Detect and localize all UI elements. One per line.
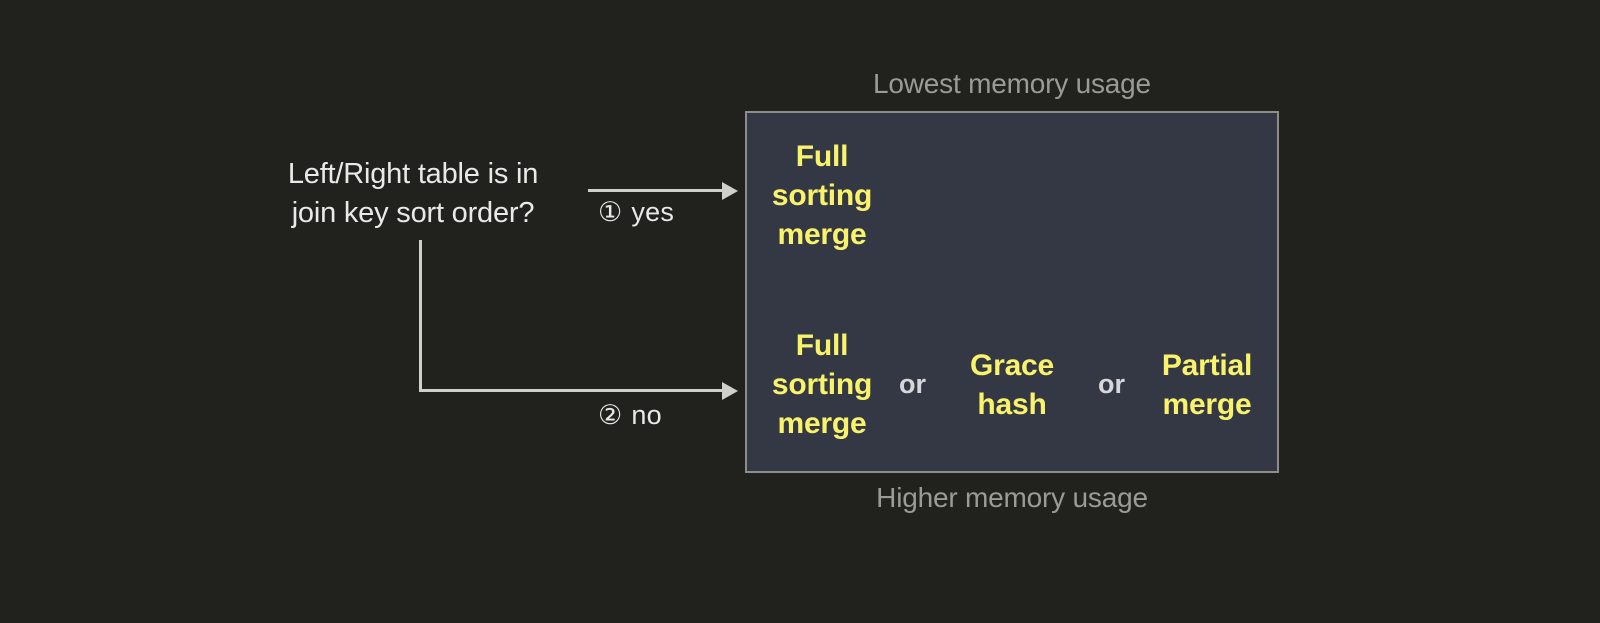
- option-full-sorting-merge-top: Full sorting merge: [771, 140, 873, 251]
- option-separator-2: or: [1098, 369, 1125, 399]
- connector-no-vertical: [419, 240, 422, 392]
- options-panel: Full sorting merge Full sorting merge or…: [745, 111, 1279, 473]
- option-separator-1: or: [899, 369, 926, 399]
- option-partial-merge: Partial merge: [1161, 348, 1253, 421]
- arrowhead-no-icon: [722, 382, 738, 400]
- branch-label-yes-text: yes: [631, 197, 675, 227]
- circled-two-icon: ②: [598, 400, 623, 430]
- circled-one-icon: ①: [598, 197, 623, 227]
- connector-yes-line: [588, 189, 728, 192]
- arrowhead-yes-icon: [722, 182, 738, 200]
- option-grace-hash: Grace hash: [969, 348, 1055, 421]
- branch-label-no-text: no: [631, 400, 662, 430]
- option-row-unsorted: Full sorting merge or Grace hash or Part…: [747, 326, 1277, 443]
- option-full-sorting-merge-bottom: Full sorting merge: [771, 329, 873, 440]
- caption-lowest-memory: Lowest memory usage: [873, 68, 1151, 99]
- branch-label-no: ② no: [598, 400, 662, 431]
- caption-higher-memory: Higher memory usage: [876, 482, 1148, 513]
- decision-question: Left/Right table is in join key sort ord…: [287, 158, 539, 229]
- branch-label-yes: ① yes: [598, 197, 674, 228]
- option-row-sorted: Full sorting merge: [747, 137, 1277, 254]
- connector-no-horizontal: [419, 389, 730, 392]
